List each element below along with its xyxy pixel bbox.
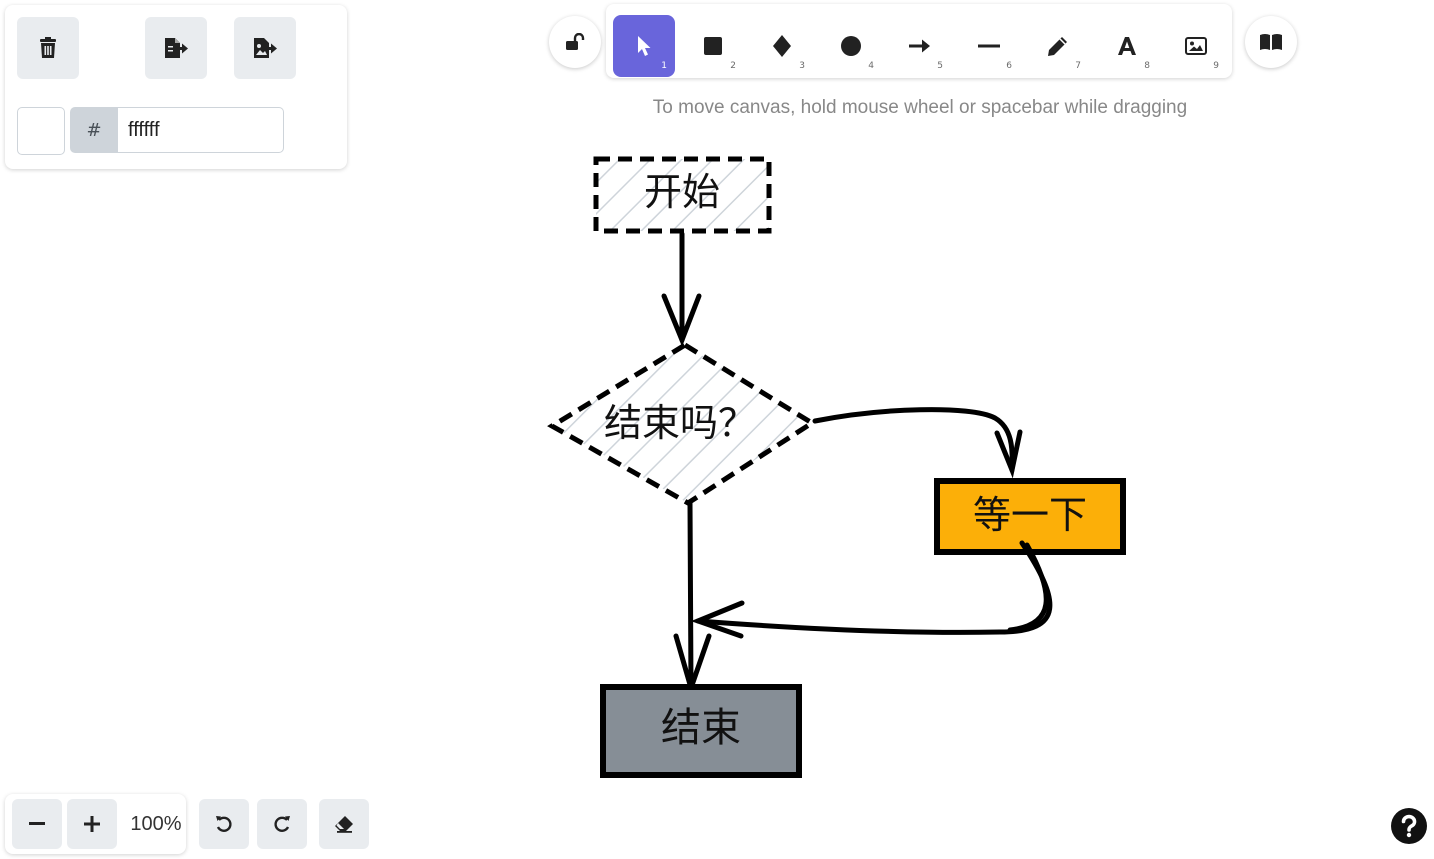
tool-line[interactable]: 6 xyxy=(958,15,1020,77)
pencil-icon xyxy=(1048,37,1067,56)
tool-ellipse[interactable]: 4 xyxy=(820,15,882,77)
decision-node[interactable]: 结束吗？ xyxy=(547,342,817,506)
minus-icon xyxy=(29,822,45,825)
help-icon xyxy=(1391,808,1427,844)
library-button[interactable] xyxy=(1245,16,1297,68)
undo-icon xyxy=(216,816,232,832)
color-hex-input[interactable] xyxy=(118,107,284,153)
properties-panel: # xyxy=(5,5,347,169)
tool-key: 4 xyxy=(868,61,874,71)
zoom-out-button[interactable] xyxy=(12,799,62,849)
tool-key: 8 xyxy=(1144,61,1150,71)
tool-key: 1 xyxy=(661,61,667,71)
trash-icon xyxy=(40,37,56,58)
tool-image[interactable]: 9 xyxy=(1165,15,1227,77)
image-icon xyxy=(1185,37,1207,55)
color-swatch[interactable] xyxy=(17,107,65,155)
export-image-icon xyxy=(254,38,277,58)
circle-icon xyxy=(841,36,861,56)
tool-key: 5 xyxy=(937,61,943,71)
undo-button[interactable] xyxy=(199,799,249,849)
wait-node[interactable]: 等一下 xyxy=(934,478,1126,555)
pointer-icon xyxy=(638,36,651,56)
plus-icon xyxy=(84,816,100,832)
square-icon xyxy=(704,37,722,55)
redo-button[interactable] xyxy=(257,799,307,849)
eraser-icon xyxy=(335,816,353,833)
tool-key: 2 xyxy=(730,61,736,71)
tool-text[interactable]: 8 xyxy=(1096,15,1158,77)
wait-label: 等一下 xyxy=(973,493,1087,537)
arrow-icon xyxy=(909,39,930,53)
decision-label: 结束吗？ xyxy=(604,401,756,445)
tool-key: 6 xyxy=(1006,61,1012,71)
tool-arrow[interactable]: 5 xyxy=(889,15,951,77)
export-button[interactable] xyxy=(145,17,207,79)
hex-prefix: # xyxy=(70,107,118,153)
tool-rectangle[interactable]: 2 xyxy=(682,15,744,77)
tool-draw[interactable]: 7 xyxy=(1027,15,1089,77)
unlock-icon xyxy=(566,33,585,50)
text-icon xyxy=(1118,37,1136,55)
tool-selection[interactable]: 1 xyxy=(613,15,675,77)
canvas-hint: To move canvas, hold mouse wheel or spac… xyxy=(652,97,1188,118)
start-node[interactable]: 开始 xyxy=(593,156,772,234)
arrow-start-to-decision[interactable] xyxy=(661,231,702,347)
zoom-in-button[interactable] xyxy=(67,799,117,849)
toolbar: 1 2 3 4 5 6 7 xyxy=(606,4,1232,78)
zoom-level[interactable]: 100% xyxy=(130,812,182,835)
end-node[interactable]: 结束 xyxy=(600,684,802,778)
eraser-button[interactable] xyxy=(319,799,369,849)
end-label: 结束 xyxy=(661,705,741,751)
book-icon xyxy=(1260,34,1282,50)
export-file-icon xyxy=(165,38,188,58)
delete-button[interactable] xyxy=(17,17,79,79)
tool-key: 9 xyxy=(1213,61,1219,71)
tool-diamond[interactable]: 3 xyxy=(751,15,813,77)
diamond-icon xyxy=(773,35,791,57)
arrow-decision-to-wait[interactable] xyxy=(812,407,1023,479)
tool-key: 3 xyxy=(799,61,805,71)
line-icon xyxy=(978,44,1000,48)
start-label: 开始 xyxy=(644,170,720,214)
redo-icon xyxy=(274,816,290,832)
arrow-decision-to-end[interactable] xyxy=(673,500,712,697)
arrow-wait-to-end[interactable] xyxy=(690,540,1053,639)
tool-key: 7 xyxy=(1075,61,1081,71)
help-button[interactable] xyxy=(1390,807,1428,845)
export-image-button[interactable] xyxy=(234,17,296,79)
lock-button[interactable] xyxy=(549,16,601,68)
zoom-panel: 100% xyxy=(5,794,186,854)
